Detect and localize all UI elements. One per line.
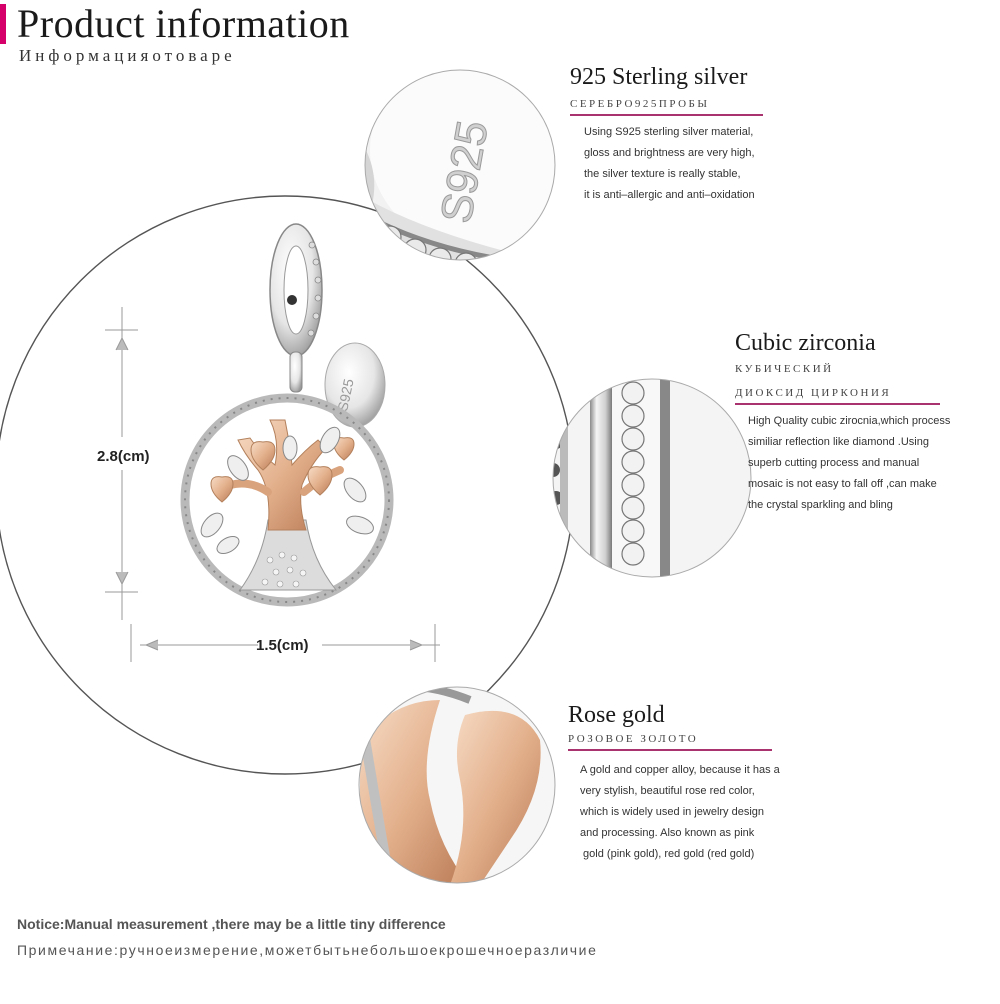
feature-rosegold-line: gold (pink gold), red gold (red gold) <box>580 848 755 860</box>
feature-rosegold-underline <box>568 749 772 751</box>
notice-english: Notice:Manual measurement ,there may be … <box>17 916 446 932</box>
feature-zirconia-underline <box>735 403 940 405</box>
feature-zirconia-line: the crystal sparkling and bling <box>748 499 893 511</box>
feature-rosegold-line: which is widely used in jewelry design <box>580 806 765 818</box>
feature-zirconia-line: High Quality cubic zirocnia,which proces… <box>748 415 951 427</box>
feature-silver-line: Using S925 sterling silver material, <box>584 126 754 138</box>
feature-zirconia-line: mosaic is not easy to fall off ,can make <box>748 478 937 490</box>
page-title: Product information <box>17 1 350 46</box>
feature-rosegold-subtitle: РОЗОВОЕ ЗОЛОТО <box>568 733 699 745</box>
feature-silver-body: Using S925 sterling silver material, glo… <box>584 122 755 206</box>
feature-silver-line: gloss and brightness are very high, <box>584 147 755 159</box>
feature-silver-subtitle: СЕРЕБРО925ПРОБЫ <box>570 98 710 110</box>
width-label: 1.5(cm) <box>256 637 309 654</box>
feature-silver-title: 925 Sterling silver <box>570 64 748 90</box>
charm-stamp-text: S925 <box>334 377 356 413</box>
page-subtitle: Информацияотоваре <box>19 46 236 65</box>
feature-rosegold-title: Rose gold <box>568 702 665 728</box>
feature-zirconia-body: High Quality cubic zirocnia,which proces… <box>748 411 950 516</box>
feature-rosegold-line: and processing. Also known as pink <box>580 827 755 839</box>
feature-zirconia-title: Cubic zirconia <box>735 330 876 356</box>
feature-rosegold-line: A gold and copper alloy, because it has … <box>580 764 780 776</box>
feature-zirconia-subtitle-2: ДИОКСИД ЦИРКОНИЯ <box>735 387 892 399</box>
title-accent-bar <box>0 4 6 44</box>
feature-zirconia-subtitle-1: КУБИЧЕСКИЙ <box>735 363 834 375</box>
height-dimension <box>105 307 138 620</box>
height-label: 2.8(cm) <box>97 448 150 465</box>
feature-zirconia-line: superb cutting process and manual <box>748 457 920 469</box>
feature-silver-underline <box>570 114 763 116</box>
zirconia-detail-image <box>552 378 752 578</box>
feature-rosegold-body: A gold and copper alloy, because it has … <box>580 760 780 865</box>
width-dimension <box>130 624 440 662</box>
charm-illustration: S925 <box>180 223 394 607</box>
feature-silver-line: it is anti–allergic and anti–oxidation <box>584 189 755 201</box>
feature-silver-line: the silver texture is really stable, <box>584 168 741 180</box>
notice-russian: Примечание:ручноеизмерение,можетбытьнебо… <box>17 942 598 958</box>
rosegold-detail-image <box>358 686 556 884</box>
feature-zirconia-line: similiar reflection like diamond .Using <box>748 436 929 448</box>
feature-rosegold-line: very stylish, beautiful rose red color, <box>580 785 755 797</box>
